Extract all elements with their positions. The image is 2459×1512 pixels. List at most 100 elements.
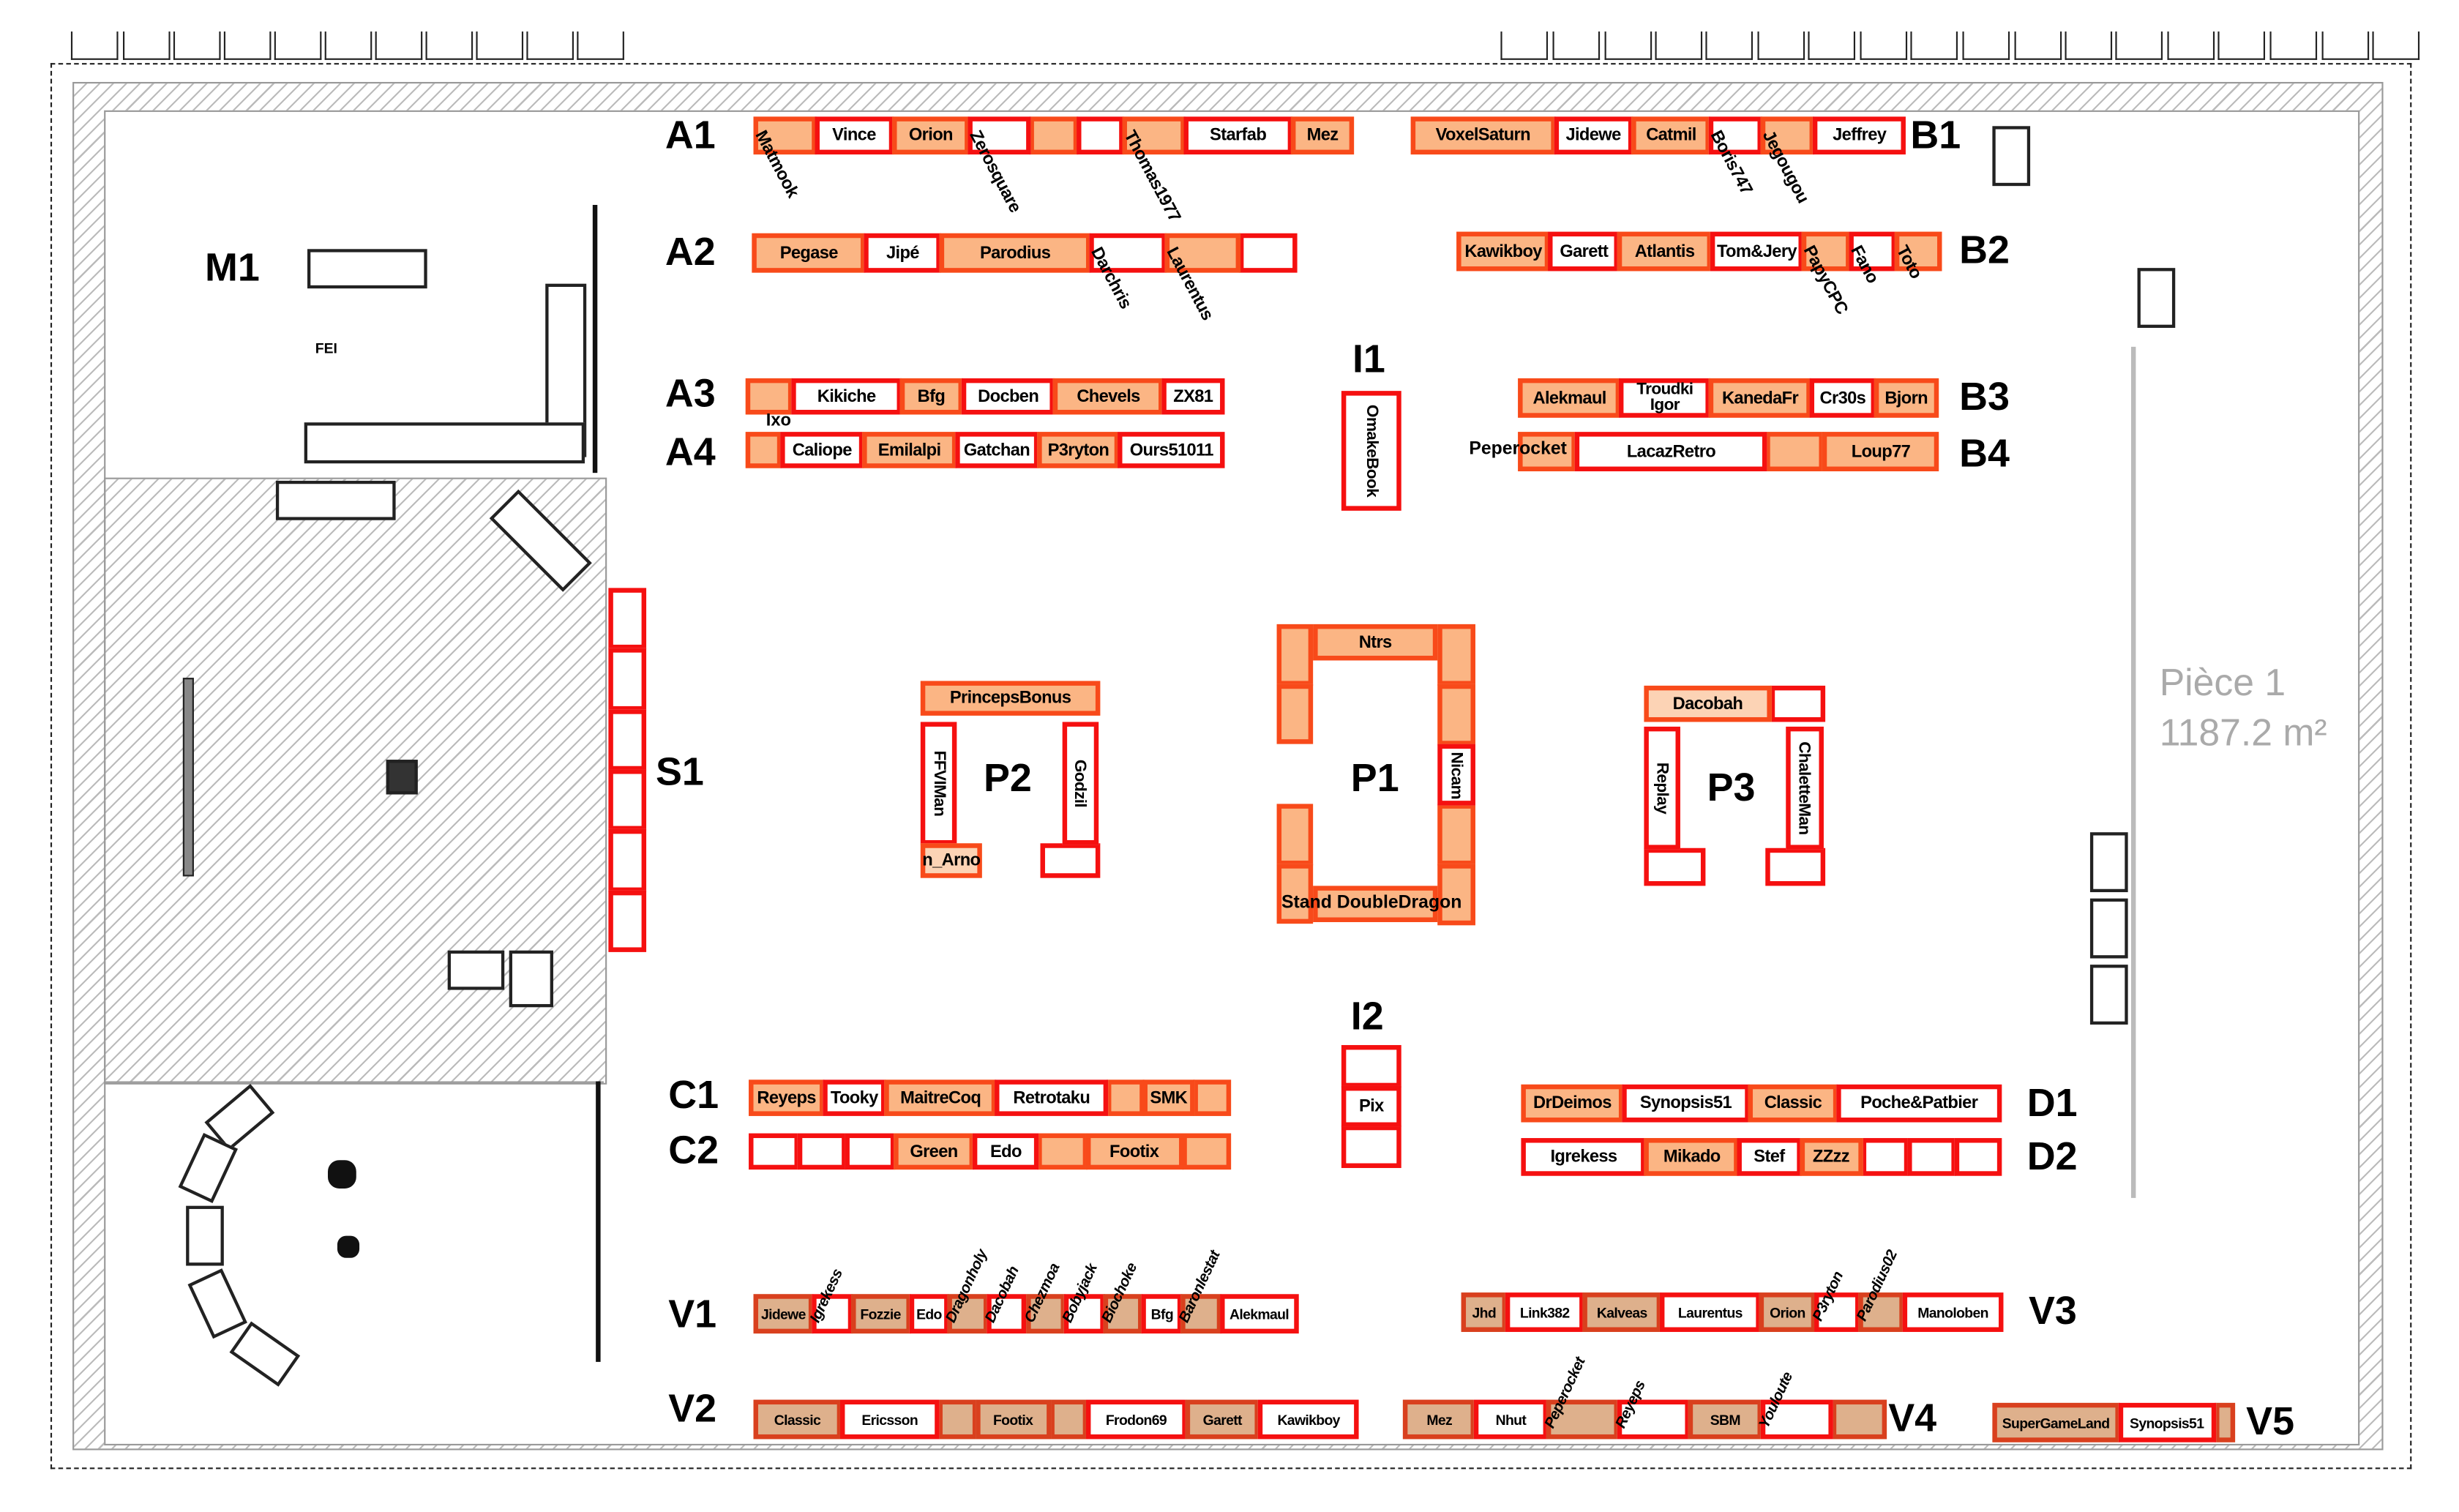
booth-c1[interactable]: Tooky xyxy=(823,1079,886,1116)
booth-c2[interactable]: Edo xyxy=(973,1133,1039,1170)
booth-p3-top[interactable]: Dacobah xyxy=(1644,685,1772,722)
booth-v4[interactable]: Mez xyxy=(1402,1399,1476,1440)
booth-c1[interactable]: MaitreCoq xyxy=(884,1079,998,1116)
booth-p3-br[interactable] xyxy=(1765,847,1826,886)
booth-p1-left-top[interactable] xyxy=(1276,624,1314,685)
booth-a3[interactable] xyxy=(745,378,794,415)
booth-d2[interactable] xyxy=(1907,1138,1955,1176)
booth-c2[interactable] xyxy=(749,1133,798,1170)
booth-p1-right[interactable] xyxy=(1437,864,1475,926)
booth-a2[interactable] xyxy=(1239,233,1298,273)
booth-b2[interactable]: Fano xyxy=(1846,231,1896,287)
booth-p1-right[interactable] xyxy=(1437,684,1475,746)
booth-a4[interactable]: Gatchan xyxy=(955,432,1038,468)
booth-a1[interactable]: Vince xyxy=(815,116,894,155)
booth-a4[interactable]: Ours51011 xyxy=(1118,432,1225,468)
booth-v3[interactable]: Manoloben xyxy=(1902,1292,2004,1332)
booth-b1[interactable]: Jidewe xyxy=(1553,116,1633,155)
booth-v1[interactable]: Dacobah xyxy=(982,1264,1028,1334)
booth-c1[interactable] xyxy=(1106,1079,1145,1116)
booth-v4[interactable]: Reyeps xyxy=(1612,1378,1691,1440)
booth-a3[interactable]: Docben xyxy=(961,378,1055,415)
booth-c1[interactable]: SMK xyxy=(1143,1079,1194,1116)
booth-p1-right[interactable] xyxy=(1437,804,1475,866)
booth-s1[interactable] xyxy=(608,829,647,892)
booth-v2[interactable] xyxy=(1049,1399,1088,1440)
booth-a4[interactable]: P3ryton xyxy=(1036,432,1120,468)
booth-b2[interactable]: Tom&Jery xyxy=(1710,231,1804,272)
booth-a4[interactable]: Emilalpi xyxy=(861,432,957,468)
booth-a2[interactable]: Parodius xyxy=(939,233,1091,273)
booth-b3[interactable]: Cr30s xyxy=(1810,378,1876,418)
booth-v1[interactable]: Alekmaul xyxy=(1219,1294,1299,1334)
booth-p1-left-bottom[interactable] xyxy=(1276,863,1314,924)
booth-s1[interactable] xyxy=(608,769,647,831)
booth-p2-left[interactable]: FFVIMan xyxy=(920,722,957,845)
booth-b1[interactable]: Jegougou xyxy=(1759,116,1815,206)
booth-v4[interactable]: SBM xyxy=(1688,1399,1762,1440)
booth-p2-br[interactable] xyxy=(1040,843,1101,878)
booth-a1[interactable] xyxy=(1030,116,1078,155)
booth-b4[interactable]: Loup77 xyxy=(1822,432,1939,471)
booth-a3[interactable]: ZX81 xyxy=(1161,378,1225,415)
booth-a2[interactable]: Darchris xyxy=(1087,233,1167,312)
booth-b4[interactable] xyxy=(1765,432,1824,471)
booth-p1-top[interactable]: Ntrs xyxy=(1313,624,1438,661)
booth-v4[interactable]: Peperocket xyxy=(1541,1355,1619,1440)
booth-v1[interactable]: Dragonholy xyxy=(943,1247,992,1334)
booth-v1[interactable]: Bfg xyxy=(1142,1294,1183,1334)
booth-s1[interactable] xyxy=(608,890,647,952)
booth-v5[interactable]: SuperGameLand xyxy=(1992,1402,2119,1442)
booth-a3[interactable]: Kikiche xyxy=(791,378,902,415)
booth-a4[interactable] xyxy=(745,432,782,468)
booth-v4[interactable]: Nhut xyxy=(1474,1399,1548,1440)
booth-b2[interactable]: Atlantis xyxy=(1617,231,1712,272)
booth-c1[interactable]: Reyeps xyxy=(749,1079,825,1116)
booth-p1-left-bottom[interactable] xyxy=(1276,804,1314,865)
booth-b1[interactable]: Boris747 xyxy=(1707,116,1763,198)
booth-v5[interactable] xyxy=(2214,1402,2236,1442)
booth-v3[interactable]: Parodius02 xyxy=(1854,1248,1904,1332)
booth-p1-left-top[interactable] xyxy=(1276,683,1314,744)
booth-a2[interactable]: Laurentus xyxy=(1162,233,1241,323)
booth-v1[interactable]: Fozzie xyxy=(850,1294,910,1334)
booth-v5[interactable]: Synopsis51 xyxy=(2117,1402,2216,1442)
booth-b2[interactable]: Kawikboy xyxy=(1456,231,1551,272)
booth-v4[interactable] xyxy=(1831,1399,1887,1440)
booth-p3-top[interactable] xyxy=(1770,685,1826,722)
booth-v3[interactable]: Link382 xyxy=(1505,1292,1584,1332)
booth-c2[interactable] xyxy=(796,1133,847,1170)
booth-v1[interactable]: Igrekess xyxy=(807,1267,853,1334)
booth-v2[interactable]: Ericsson xyxy=(839,1399,940,1440)
booth-s1[interactable] xyxy=(608,648,647,711)
booth-i2[interactable] xyxy=(1341,1126,1401,1168)
booth-b2[interactable]: PapyCPC xyxy=(1800,231,1852,318)
booth-b4[interactable] xyxy=(1518,432,1577,471)
booth-d2[interactable]: Mikado xyxy=(1644,1138,1740,1176)
booth-v2[interactable]: Kawikboy xyxy=(1258,1399,1359,1440)
booth-a2[interactable]: Jipé xyxy=(864,233,941,273)
booth-p1-bottom[interactable] xyxy=(1313,886,1438,922)
booth-v1[interactable]: Bobyjack xyxy=(1060,1262,1105,1334)
booth-d2[interactable] xyxy=(1953,1138,2002,1176)
booth-v2[interactable] xyxy=(938,1399,977,1440)
booth-v3[interactable]: Kalveas xyxy=(1582,1292,1662,1332)
booth-b3[interactable]: Alekmaul xyxy=(1518,378,1622,418)
booth-p2-top[interactable]: PrincepsBonus xyxy=(920,681,1101,716)
booth-a3[interactable]: Bfg xyxy=(899,378,963,415)
booth-p1-right[interactable] xyxy=(1437,624,1475,686)
booth-d2[interactable] xyxy=(1861,1138,1909,1176)
booth-c2[interactable]: Footix xyxy=(1085,1133,1183,1170)
booth-v2[interactable]: Frodon69 xyxy=(1086,1399,1186,1440)
booth-a1[interactable]: Starfab xyxy=(1183,116,1293,155)
booth-d2[interactable]: Stef xyxy=(1737,1138,1801,1176)
booth-b2[interactable]: Garett xyxy=(1549,231,1620,272)
booth-v4[interactable]: Youloute xyxy=(1756,1370,1833,1440)
booth-p1-right[interactable]: Nicam xyxy=(1437,744,1475,806)
booth-b1[interactable]: Catmil xyxy=(1631,116,1711,155)
booth-p3-left[interactable]: Replay xyxy=(1644,726,1680,850)
booth-d1[interactable]: Synopsis51 xyxy=(1622,1084,1750,1123)
booth-i2[interactable]: Pix xyxy=(1341,1085,1401,1128)
booth-p3-bl[interactable] xyxy=(1644,847,1706,886)
booth-a1[interactable]: Thomas1977 xyxy=(1120,116,1186,225)
